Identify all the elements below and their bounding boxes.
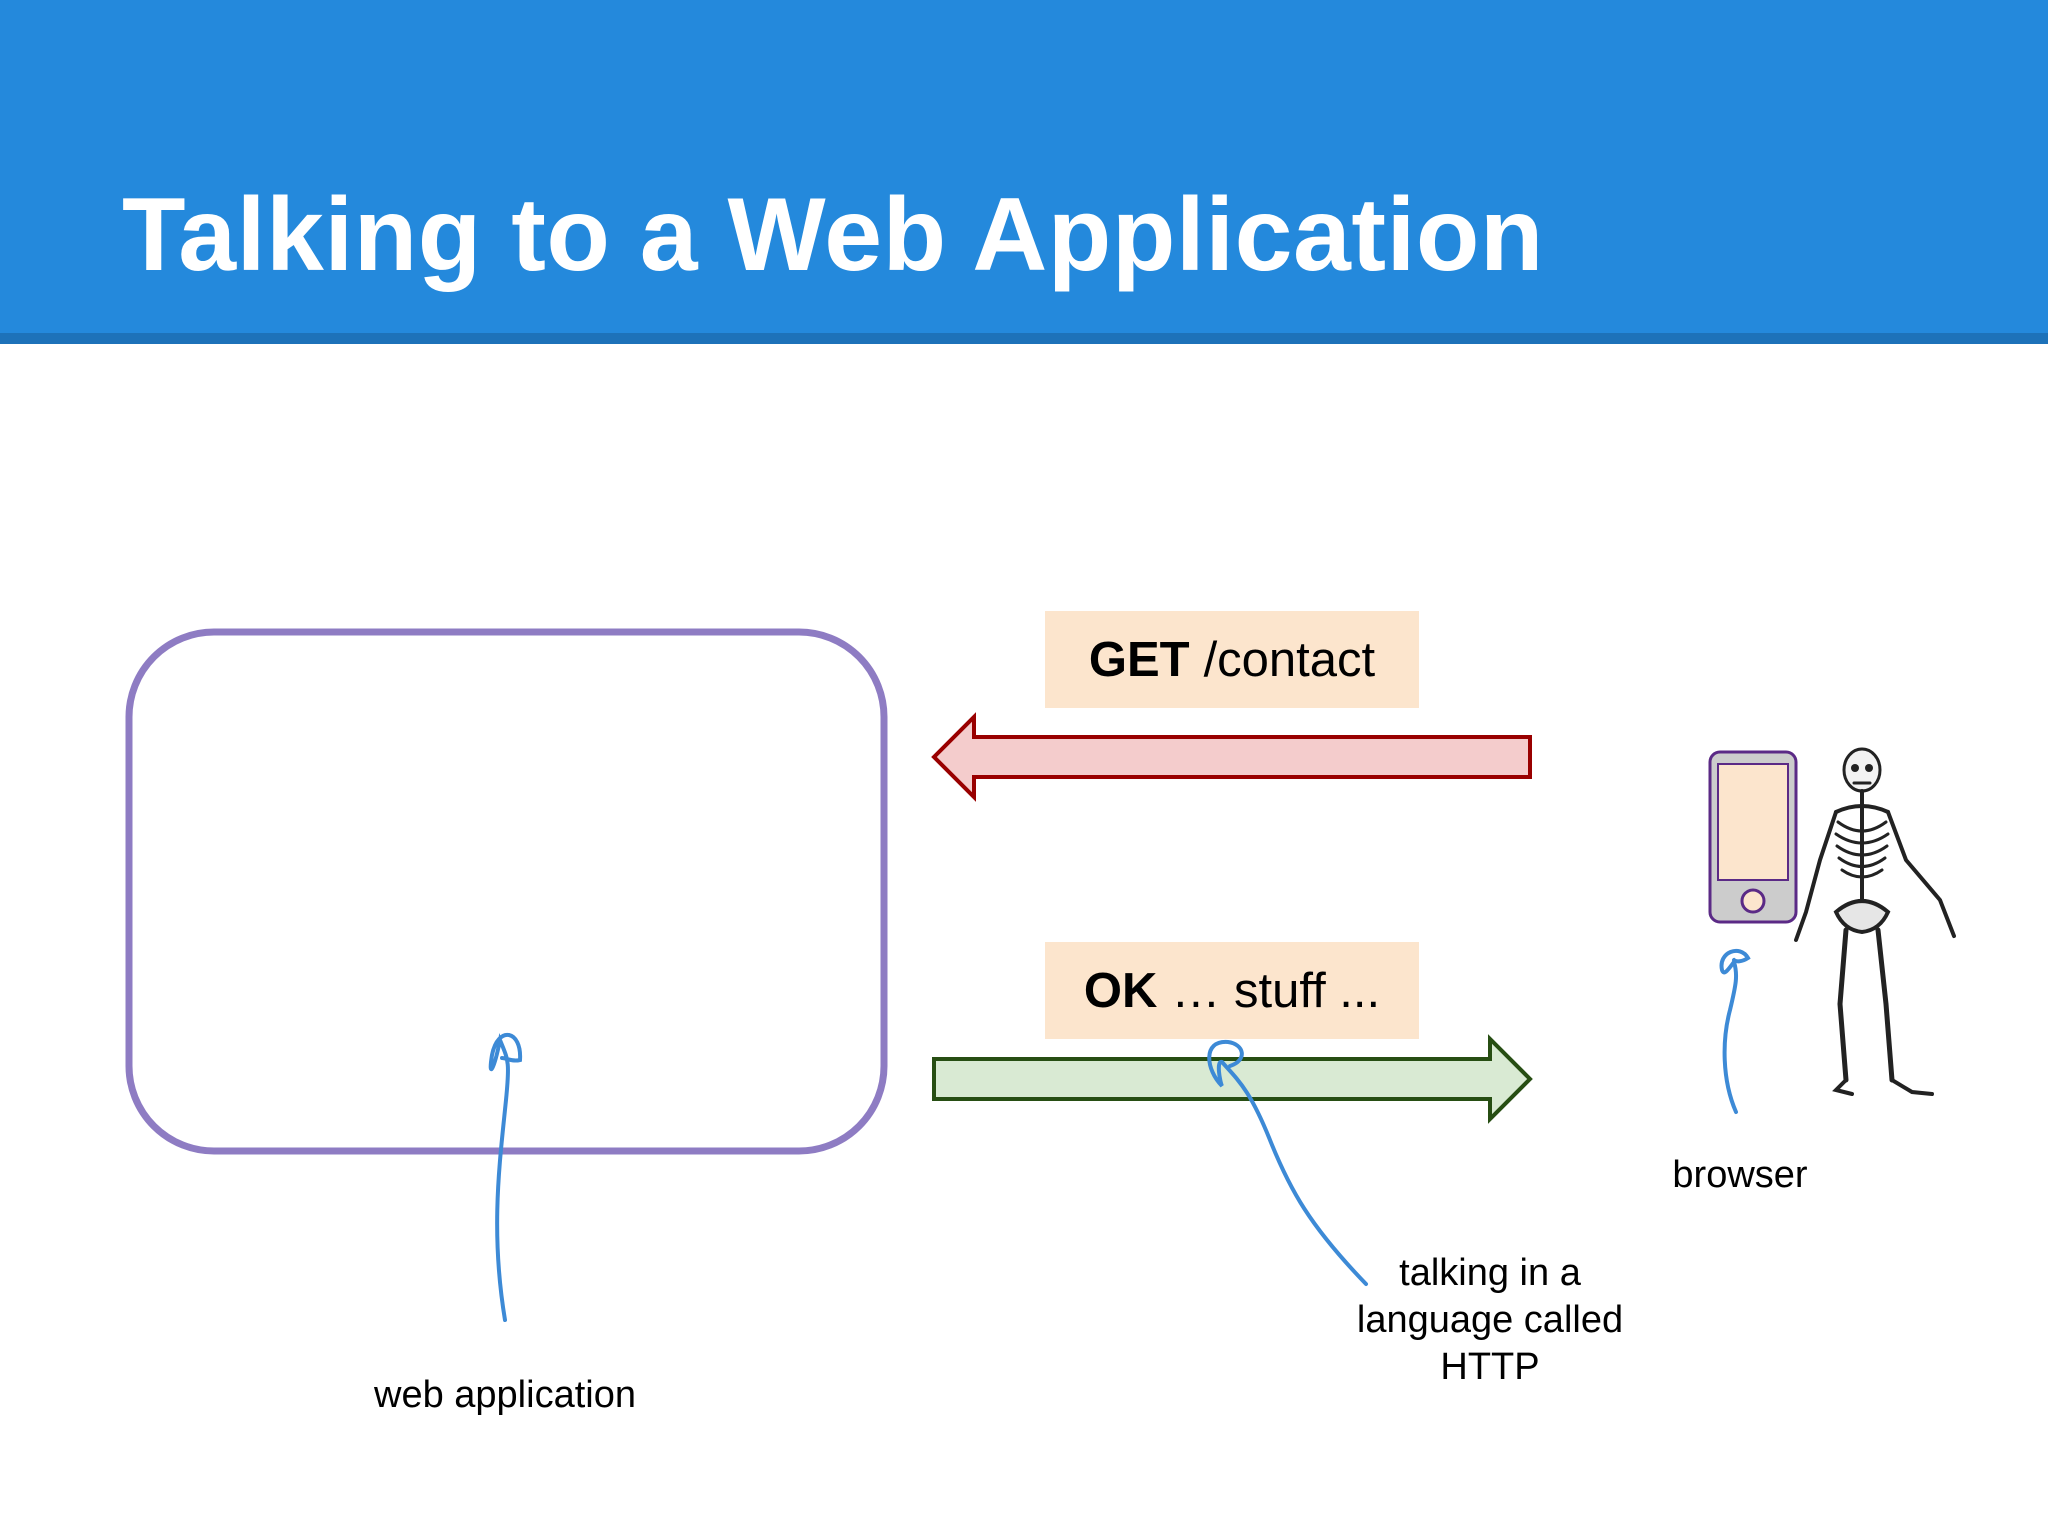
- annotation-pointer-browser: [1719, 948, 1751, 1114]
- slide-header: [0, 0, 2048, 333]
- response-status: OK: [1083, 963, 1158, 1018]
- phone-icon: [1708, 750, 1798, 924]
- browser-label: browser: [1672, 1154, 1808, 1196]
- annotation-pointer-web-application: [488, 1033, 523, 1322]
- skeleton-illustration: [1794, 747, 1956, 1096]
- request-message-box: GET /contact: [1045, 611, 1419, 708]
- http-label-line3: HTTP: [1440, 1346, 1540, 1388]
- http-label-line2: language called: [1356, 1299, 1624, 1341]
- response-arrow: [932, 1034, 1533, 1124]
- response-body: … stuff ...: [1171, 963, 1381, 1018]
- web-application-label: web application: [374, 1374, 636, 1416]
- annotation-pointer-http: [1207, 1039, 1368, 1286]
- request-arrow: [931, 712, 1532, 802]
- response-message-box: OK … stuff ...: [1045, 942, 1419, 1039]
- web-application-box: [125, 628, 888, 1155]
- http-label-line1: talking in a: [1399, 1252, 1581, 1294]
- request-path: /contact: [1203, 632, 1376, 687]
- request-method: GET: [1088, 632, 1190, 687]
- header-divider: [0, 333, 2048, 344]
- slide-title: Talking to a Web Application: [122, 177, 1544, 293]
- http-label: talking in a language called HTTP: [1330, 1250, 1650, 1391]
